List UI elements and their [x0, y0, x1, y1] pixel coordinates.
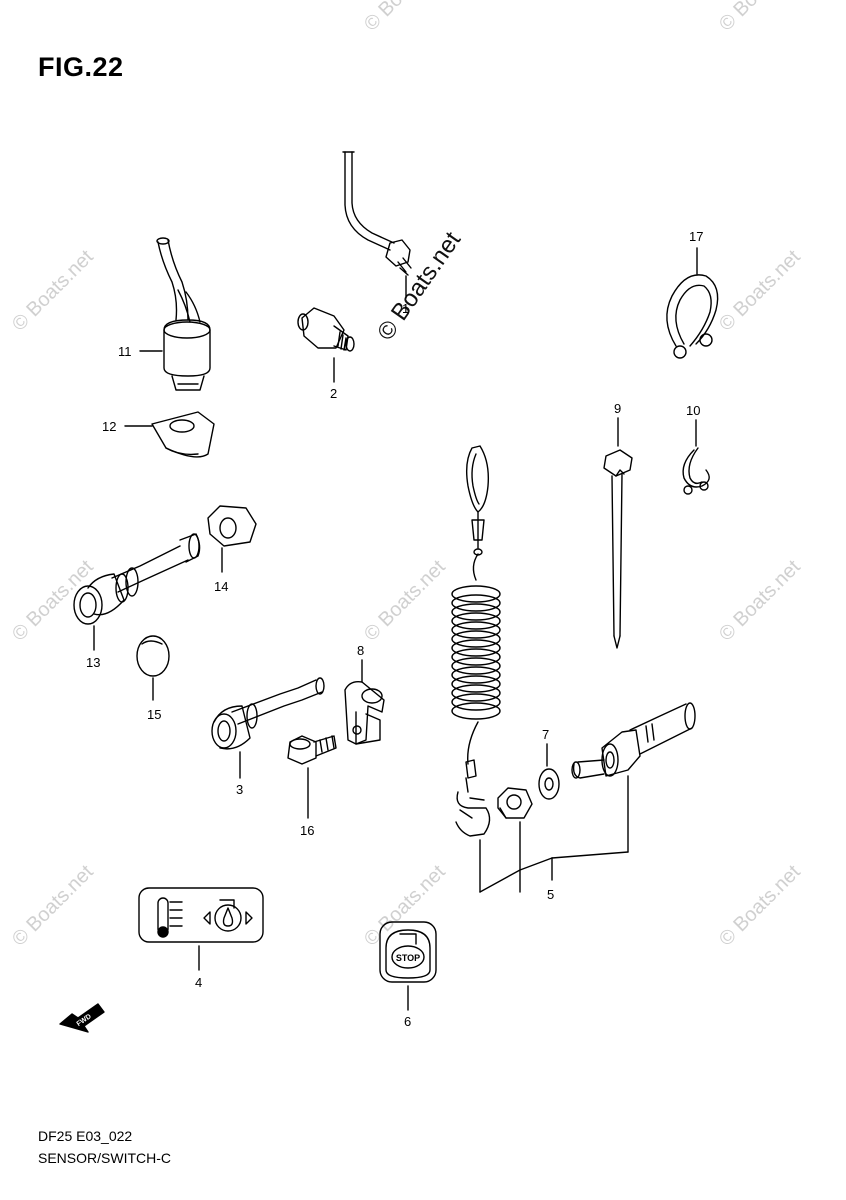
part-16-bolt [287, 735, 337, 819]
coil-loop [451, 612, 501, 630]
callout-1: 1 [402, 301, 409, 316]
figure-title: FIG.22 [38, 52, 124, 82]
coil-loop [451, 684, 501, 702]
callout-8: 8 [357, 643, 364, 658]
callout-12: 12 [102, 419, 116, 434]
callout-13: 13 [86, 655, 100, 670]
callout-5: 5 [547, 887, 554, 902]
part-6-stop-switch: STOP [379, 921, 437, 1011]
coil-loop [451, 702, 501, 720]
part-4-decal [138, 887, 264, 971]
part-17-hose-clip [666, 247, 719, 359]
callout-11: 11 [118, 344, 132, 359]
part-13-plug-sensor [73, 533, 201, 651]
callout-2: 2 [330, 386, 337, 401]
coil-loop [451, 666, 501, 684]
coil-loop [451, 585, 501, 603]
coil-loop [451, 657, 501, 675]
callout-6: 6 [404, 1014, 411, 1029]
coil-loop [451, 648, 501, 666]
part-14-nut [207, 505, 257, 573]
part-10-wire-clip [682, 419, 710, 495]
diagram-name: SENSOR/SWITCH-C [38, 1150, 171, 1166]
callout-7: 7 [542, 727, 549, 742]
part-1-sensor-tube [342, 151, 412, 299]
callout-14: 14 [214, 579, 228, 594]
fwd-arrow: FWD [59, 1003, 105, 1033]
part-15-cap [136, 635, 170, 701]
callout-4: 4 [195, 975, 202, 990]
coil-loop [451, 630, 501, 648]
coiled-cord [451, 585, 501, 720]
part-3-switch [211, 677, 325, 779]
coil-loop [451, 693, 501, 711]
part-12-clip [151, 411, 215, 458]
diagram-code: DF25 E03_022 [38, 1128, 133, 1144]
callout-9: 9 [614, 401, 621, 416]
callout-15: 15 [147, 707, 161, 722]
callout-3: 3 [236, 782, 243, 797]
coil-loop [451, 675, 501, 693]
stop-label: STOP [396, 953, 420, 963]
part-2-threaded-sensor [297, 307, 355, 383]
coil-loop [451, 603, 501, 621]
coil-loop [451, 639, 501, 657]
coil-loop [451, 594, 501, 612]
part-5-lanyard-assembly [451, 445, 696, 893]
callout-16: 16 [300, 823, 314, 838]
callout-10: 10 [686, 403, 700, 418]
callout-17: 17 [689, 229, 703, 244]
part-11-temp-sensor [156, 237, 211, 391]
part-8-bracket [344, 659, 385, 745]
coil-loop [451, 621, 501, 639]
part-9-cable-tie [603, 417, 633, 649]
